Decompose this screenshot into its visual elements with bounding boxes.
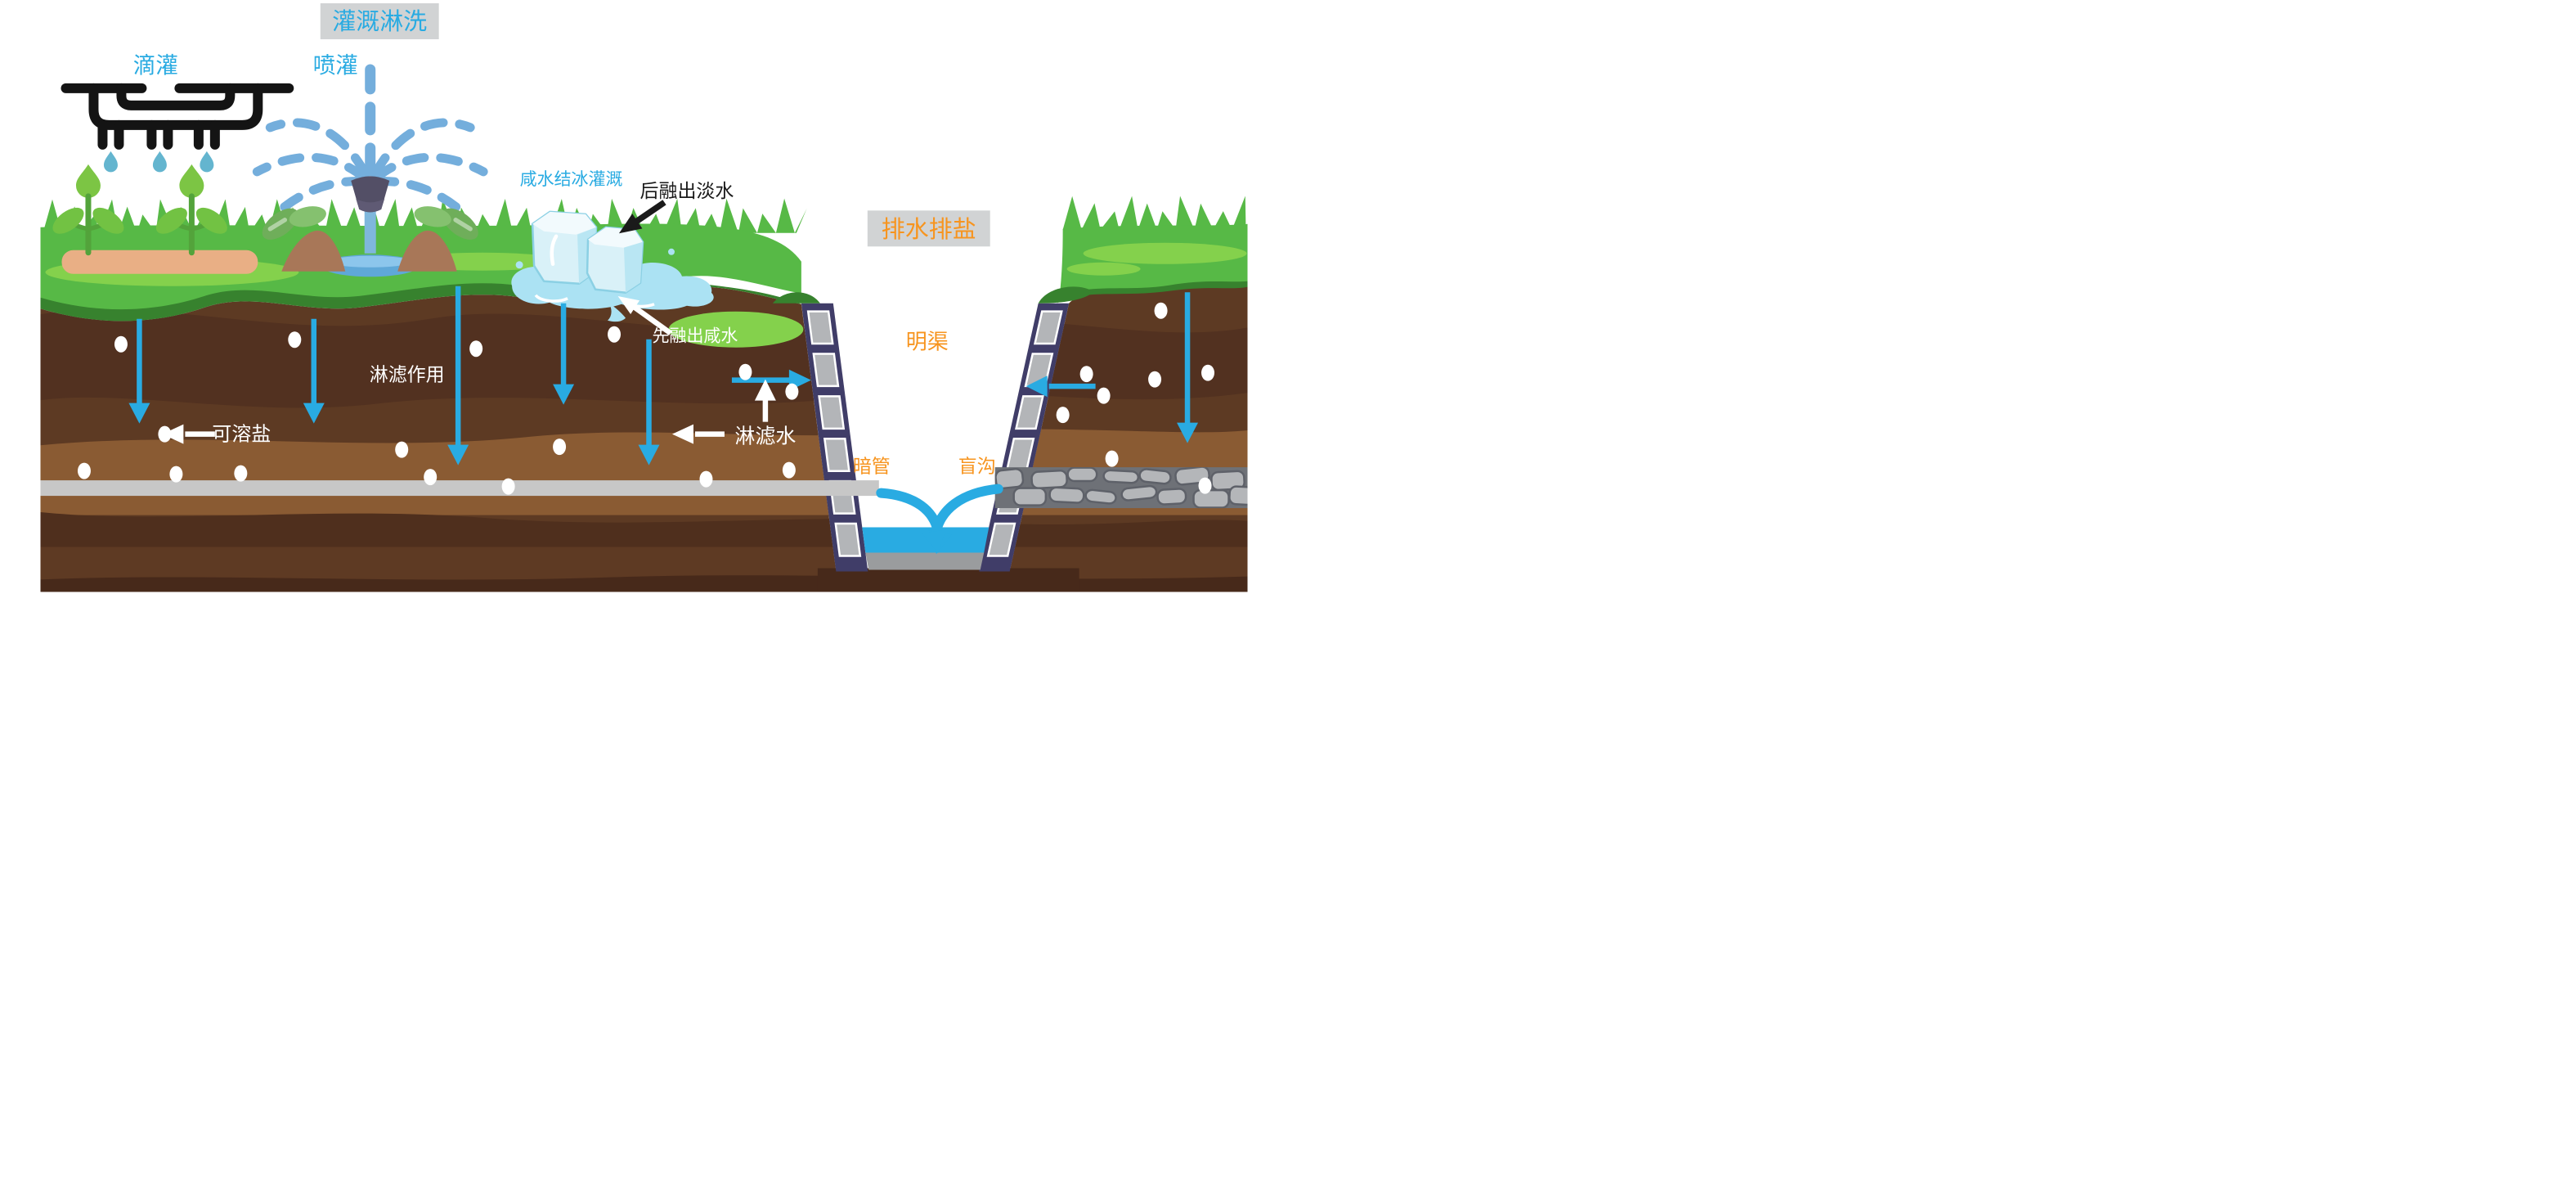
salt-dot — [469, 340, 483, 358]
channel-wall-tile — [812, 353, 840, 388]
drainage-title: 排水排盐 — [882, 217, 976, 243]
drip-water-drops — [103, 151, 214, 173]
salt-dot — [1105, 450, 1119, 467]
salt-dots — [77, 302, 1215, 495]
soluble-salt-arrow — [162, 424, 215, 444]
saline-melt-arrow — [617, 296, 672, 335]
salt-dot — [158, 425, 172, 443]
grass-cap — [1038, 286, 1094, 304]
salt-dot — [553, 439, 567, 456]
soil-bed — [61, 250, 258, 274]
plant — [155, 164, 227, 256]
leaf — [289, 206, 326, 227]
grass-cap — [772, 292, 820, 304]
channel-wall-tile — [1015, 395, 1044, 430]
saline-ice-irrigation-label: 咸水结冰灌溉 — [520, 169, 623, 189]
stone — [994, 467, 1025, 490]
stone — [1030, 470, 1068, 490]
soil-mound — [281, 230, 346, 272]
stone — [1228, 485, 1248, 506]
salt-dot — [608, 326, 622, 343]
sprinkler-irrigation-label: 喷灌 — [313, 53, 358, 78]
salt-dot — [114, 335, 128, 353]
soil-salinity-diagram: 灌溉淋洗 排水排盐 滴灌 喷灌 咸水结冰灌溉 后融出淡水 先融出咸水 淋滤作用 … — [0, 0, 1288, 596]
buried-drain-pipe — [40, 480, 879, 497]
plant — [52, 164, 124, 256]
salt-dot — [1056, 407, 1070, 424]
grass-blades — [1062, 196, 1246, 230]
fresh-melt-arrow — [618, 200, 666, 234]
salt-dot — [1079, 366, 1093, 383]
salt-dot — [288, 331, 302, 349]
fresh-melt-label: 后融出淡水 — [640, 181, 734, 201]
leaching-water-label: 淋滤水 — [734, 425, 796, 448]
salt-dot — [395, 441, 409, 458]
stone — [1192, 488, 1230, 509]
soluble-salt-label: 可溶盐 — [212, 424, 271, 446]
salt-dot — [1198, 477, 1212, 494]
salt-dot — [169, 466, 183, 483]
salt-dot — [424, 469, 438, 486]
salt-dot — [77, 462, 91, 479]
diagram-canvas: 灌溉淋洗 排水排盐 滴灌 喷灌 咸水结冰灌溉 后融出淡水 先融出咸水 淋滤作用 … — [0, 0, 1288, 596]
channel-water — [862, 527, 990, 553]
channel-wall-tile — [1033, 310, 1063, 345]
soil-mound — [397, 230, 457, 272]
salt-dot — [234, 465, 248, 482]
leaf — [414, 206, 451, 227]
salt-dot — [1097, 387, 1111, 404]
salt-dot — [1154, 302, 1168, 319]
irrigation-title: 灌溉淋洗 — [332, 9, 427, 35]
channel-base — [865, 552, 985, 570]
sprinkler-icon — [252, 64, 488, 277]
stone — [1012, 487, 1048, 506]
drainage-title-box: 排水排盐 — [867, 210, 990, 247]
channel-wall-tile — [834, 522, 862, 557]
irrigation-title-box: 灌溉淋洗 — [320, 2, 439, 39]
blind-ditch-label: 盲沟 — [958, 457, 996, 477]
channel-wall-tile — [818, 395, 846, 430]
salt-dot — [785, 383, 799, 400]
stone — [1084, 488, 1117, 505]
blind-ditch — [994, 467, 1248, 509]
stone — [1120, 484, 1158, 502]
leaf — [262, 208, 298, 241]
buried-pipe-label: 暗管 — [853, 457, 891, 477]
open-channel-label: 明渠 — [906, 331, 949, 354]
salt-dot — [501, 478, 515, 495]
channel-left-wall-tiles — [806, 310, 862, 557]
channel-wall-tile — [986, 522, 1016, 557]
channel-wall-tile — [806, 310, 834, 345]
salt-dot — [738, 363, 752, 380]
salt-dot — [782, 461, 796, 479]
leach-arrows-right — [1025, 292, 1199, 443]
stone — [1156, 488, 1187, 506]
channel-subsoil — [817, 568, 1079, 592]
drip-irrigation-label: 滴灌 — [133, 53, 178, 78]
stone — [1138, 468, 1172, 485]
leaching-water-arrows — [671, 379, 776, 444]
stone — [1102, 469, 1140, 484]
leaching-effect-label: 淋滤作用 — [370, 365, 445, 385]
blind-ditch-stones — [994, 467, 1248, 509]
salt-dot — [699, 470, 713, 488]
stone — [1210, 470, 1245, 492]
leach-arrows-left — [137, 286, 791, 447]
salt-dot — [1201, 364, 1215, 381]
channel-wall-tile — [823, 438, 850, 472]
ice-cubes-icon — [511, 210, 714, 322]
ditch-outflow-arrow — [922, 484, 1003, 554]
stone — [1048, 486, 1085, 504]
sprinkler-stem — [364, 209, 376, 254]
stone — [1066, 467, 1098, 483]
drip-irrigation-icon — [61, 83, 294, 150]
salt-dot — [1148, 371, 1162, 388]
saline-melt-label: 先融出咸水 — [653, 326, 738, 346]
leaf — [442, 208, 478, 241]
right-grass — [1057, 196, 1248, 304]
